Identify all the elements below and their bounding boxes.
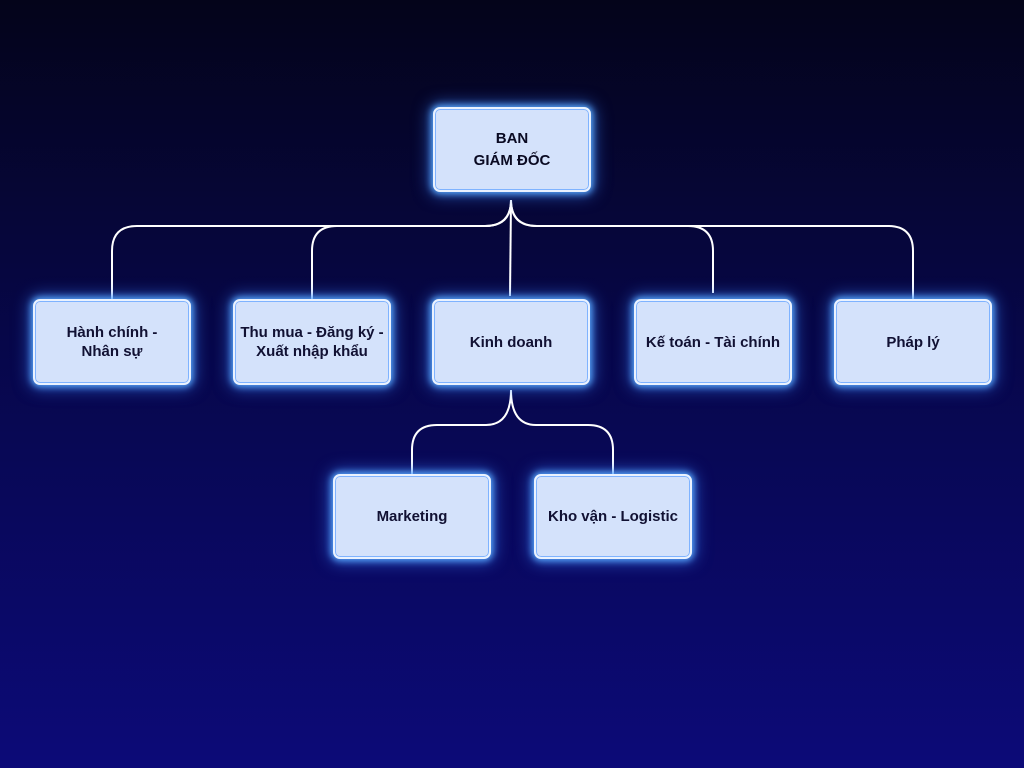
node-label: Marketing xyxy=(376,508,448,525)
node-ke-toan-tai-chinh: Kế toán - Tài chính xyxy=(634,299,792,385)
node-kinh-doanh: Kinh doanh xyxy=(432,299,590,385)
connector-root-thu-mua xyxy=(311,199,512,300)
node-label: Kinh doanh xyxy=(469,333,553,351)
node-label: Kho vận - Logistic xyxy=(547,508,678,525)
node-marketing: Marketing xyxy=(333,474,491,559)
node-ban-giam-doc: BAN GIÁM ĐỐC xyxy=(433,107,591,192)
node-thu-mua-xuat-nhap-khau: Thu mua - Đăng ký - Xuất nhập khẩu xyxy=(233,299,391,385)
node-hanh-chinh-nhan-su: Hành chính - Nhân sự xyxy=(33,299,191,385)
node-phap-ly: Pháp lý xyxy=(834,299,992,385)
connector-kinh-doanh-marketing xyxy=(411,389,512,476)
connector-kinh-doanh-kho-van xyxy=(510,389,614,476)
connector-root-kinh-doanh xyxy=(509,199,512,297)
node-label: Pháp lý xyxy=(886,333,940,351)
connector-root-phap-ly xyxy=(510,199,914,300)
node-kho-van-logistic: Kho vận - Logistic xyxy=(534,474,692,559)
connector-root-ke-toan xyxy=(510,199,714,293)
node-label: BAN GIÁM ĐỐC xyxy=(473,129,551,169)
node-label: Hành chính - Nhân sự xyxy=(66,324,158,360)
node-label: Thu mua - Đăng ký - Xuất nhập khẩu xyxy=(240,324,384,360)
node-label: Kế toán - Tài chính xyxy=(645,333,781,351)
